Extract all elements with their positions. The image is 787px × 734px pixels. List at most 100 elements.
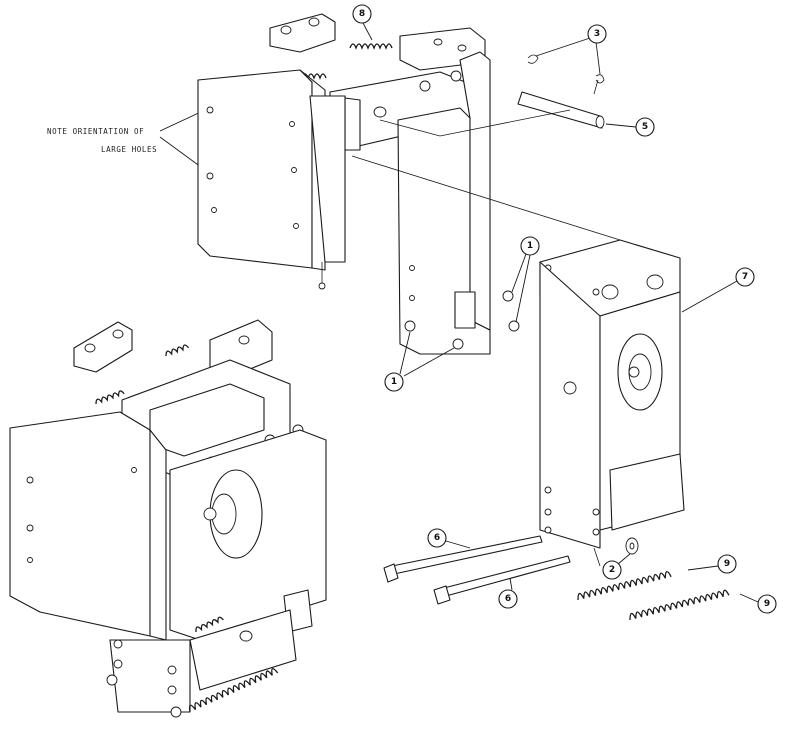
assembled-spring-top [165,344,190,357]
leader-1a-1 [511,253,527,293]
left-plate-hole-4 [289,121,295,127]
assembled-bottom-bracket [189,609,297,691]
assembled-plate-hole-2 [26,524,34,532]
clip-3b [595,74,605,84]
hex-nut-1d [508,320,520,332]
callout-9b-circle [757,594,777,614]
clip-3b-leg [593,79,599,95]
leader-9b [739,593,759,603]
assembled-lower-bolt-1 [113,639,123,649]
box-frame-large-hole [373,106,387,118]
vertical-bracket-side [459,51,491,331]
hex-nut-1c [502,290,514,302]
column-bolt-4 [544,486,552,494]
column-bolt-7 [592,528,600,536]
leader-3a [535,37,591,57]
box-frame-post [344,97,361,151]
bolts-6 [383,535,571,605]
callout-1b-circle [384,372,404,392]
callout-3-circle [587,24,607,44]
upper-bracket-assembly [197,13,520,355]
callout-9a-circle [717,554,737,574]
assembled-tab-slot-1 [84,343,96,353]
vertical-bracket-tab [454,291,476,329]
leader-5 [605,123,637,128]
callout-2-circle [602,560,622,580]
callout-6b: 6 [505,594,511,604]
left-plate-hole-1 [206,106,214,114]
rear-plate-hole-2 [457,44,467,52]
box-nut-2 [450,70,462,82]
leader-7 [681,280,738,313]
pulley-axle-nut [628,366,640,378]
assembled-lower-bolt-4 [167,685,177,695]
left-plate-hole-3 [211,207,217,213]
assembled-lower-bolt-2 [113,659,123,669]
washer-2-hole [629,542,635,550]
column-bottom-bracket [609,453,685,531]
pin-5 [517,91,603,129]
column-front-plate [539,261,601,549]
leader-1b-1 [399,331,411,375]
leader-8 [361,20,373,41]
right-column-assembly [539,239,685,567]
callout-6a-circle [427,528,447,548]
note-line-2: LARGE HOLES [101,145,157,154]
leader-1a-2 [515,254,531,323]
rear-plate-hole-1 [433,38,443,46]
callout-7: 7 [742,272,748,282]
spring-8-top [349,43,393,50]
left-plate-hole-5 [291,167,297,173]
left-plate-channel [309,95,346,263]
leader-6a [445,540,471,549]
vertical-bracket-hole-2 [409,295,415,301]
callout-1a: 1 [527,241,533,251]
column-hex-bolt [563,381,577,395]
callout-8: 8 [359,9,365,19]
assembled-view [9,319,327,718]
bolt-6b-head [433,585,451,605]
assembled-lower-plate [109,639,191,713]
leader-9a [687,565,719,571]
column-slot [593,547,601,567]
assembled-left-plate [9,411,151,637]
pin-5-end [595,115,605,129]
top-tab-slot-1 [280,25,292,35]
pin-and-clips [351,54,621,241]
top-tab-slot-2 [308,17,320,27]
clip-3a [527,54,539,64]
assembled-spring-mid [195,616,224,633]
top-tab-plate [269,13,336,53]
left-plate-pin-head [318,282,326,290]
callouts: 8 3 5 1 1 7 6 6 2 [352,4,777,614]
bolt-6a-head [383,563,399,583]
assembled-left-plate-side [149,429,167,641]
vertical-bracket-hole-1 [409,265,415,271]
column-bolt-5 [544,508,552,516]
callout-6a: 6 [434,533,440,543]
callout-1a-circle [520,236,540,256]
callout-9a: 9 [724,559,730,569]
column-bolt-6 [592,508,600,516]
left-plate-hole-2 [206,172,214,180]
callout-9b: 9 [764,599,770,609]
orientation-note: NOTE ORIENTATION OF LARGE HOLES [47,109,206,171]
assembled-axle-nut [203,507,217,521]
assembled-rear-hole [238,335,250,345]
assembled-top-tab [73,321,133,373]
leader-2 [617,553,631,565]
box-nut-1 [419,80,431,92]
callout-2: 2 [609,565,615,575]
column-bolt-3 [592,288,600,296]
assembly-guide-line-2 [379,109,571,137]
callout-1b: 1 [391,377,397,387]
callout-5-circle [635,117,655,137]
assembled-plate-hole-3 [27,557,33,563]
leader-3b [595,41,601,75]
column-top-hole-1 [601,284,619,300]
hex-nut-1a [404,320,416,332]
callout-6b-circle [498,589,518,609]
note-line-1: NOTE ORIENTATION OF [47,127,144,136]
